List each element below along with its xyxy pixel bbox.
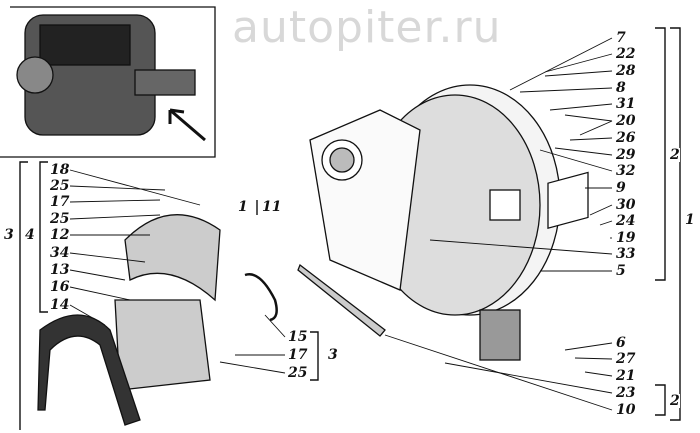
callout-25b: 25 <box>50 211 70 227</box>
callout-32: 32 <box>616 163 636 179</box>
group-1-inline-label: 1 <box>238 199 248 215</box>
callout-6: 6 <box>616 335 626 351</box>
flywheel-housing <box>309 84 589 361</box>
callout-27: 27 <box>616 351 636 367</box>
callout-25: 25 <box>50 178 70 194</box>
callout-19: 19 <box>616 230 636 246</box>
watermark: autopiter.ru <box>232 2 502 53</box>
group-3-label: 3 <box>4 227 14 243</box>
leader-lines <box>69 37 613 411</box>
callout-9: 9 <box>616 180 626 196</box>
callout-14: 14 <box>50 297 70 313</box>
callout-23: 23 <box>616 385 636 401</box>
callout-17b: 17 <box>288 347 308 363</box>
callout-30: 30 <box>616 197 636 213</box>
callout-17: 17 <box>50 194 70 210</box>
callout-8: 8 <box>616 80 626 96</box>
callout-15: 15 <box>288 329 308 345</box>
group-4-label: 4 <box>25 227 35 243</box>
callout-5: 5 <box>616 263 626 279</box>
callout-11: 11 <box>262 199 282 215</box>
callout-29: 29 <box>616 147 636 163</box>
callout-28: 28 <box>616 63 636 79</box>
callout-22: 22 <box>616 46 636 62</box>
callout-7: 7 <box>616 30 626 46</box>
callout-33: 33 <box>616 246 636 262</box>
callout-10: 10 <box>616 402 636 418</box>
callout-21: 21 <box>616 368 636 384</box>
group-2b-label: 2 <box>670 393 680 409</box>
callout-34: 34 <box>50 245 70 261</box>
callout-26: 26 <box>616 130 636 146</box>
callout-13: 13 <box>50 262 70 278</box>
callout-24: 24 <box>616 213 636 229</box>
engine-inset <box>0 6 216 158</box>
group-brackets <box>19 27 681 430</box>
left-parts <box>37 214 386 426</box>
group-1-label: 1 <box>685 212 695 228</box>
callout-31: 31 <box>616 96 636 112</box>
callout-12: 12 <box>50 227 70 243</box>
group-3b-label: 3 <box>328 347 338 363</box>
group-2-label: 2 <box>670 147 680 163</box>
callout-16: 16 <box>50 279 70 295</box>
callout-18: 18 <box>50 162 70 178</box>
callout-25c: 25 <box>288 365 308 381</box>
callout-20: 20 <box>616 113 636 129</box>
